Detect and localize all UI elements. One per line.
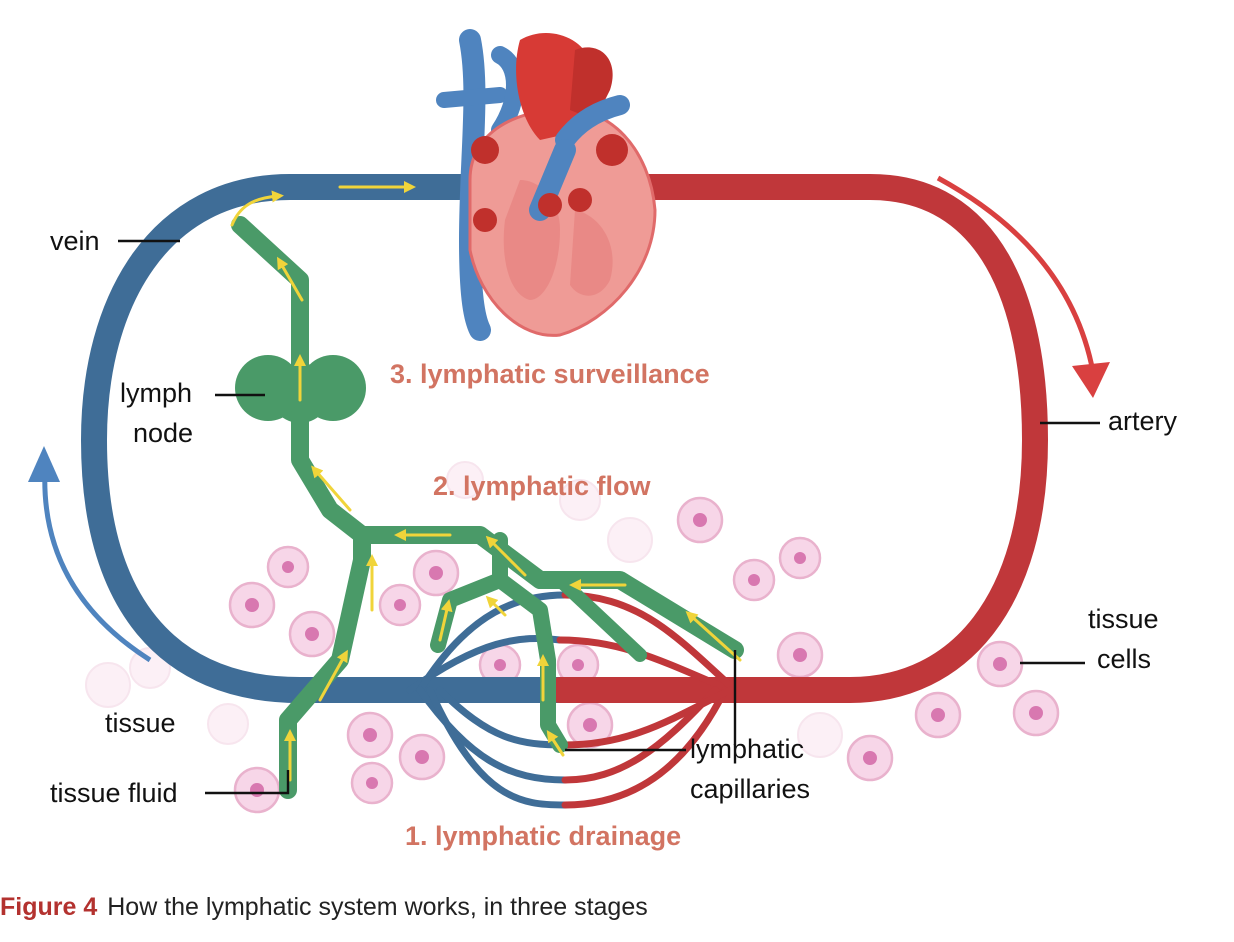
- circulation-arrowhead-right: [1072, 362, 1110, 398]
- label-tissue-cells-line1: tissue: [1088, 604, 1159, 634]
- cell-nucleus: [748, 574, 760, 586]
- figure-caption: Figure 4 How the lymphatic system works, …: [0, 893, 648, 922]
- circulation-arrow-left: [42, 469, 152, 663]
- stage-lymphatic-flow: 2. lymphatic flow: [433, 471, 652, 501]
- figure-caption-text: How the lymphatic system works, in three…: [107, 893, 648, 921]
- heart-illustration: [436, 29, 657, 341]
- cell-nucleus: [583, 718, 597, 732]
- label-lymphatic-capillaries-line2: capillaries: [690, 774, 810, 804]
- stage-lymphatic-drainage: 1. lymphatic drainage: [405, 821, 681, 851]
- label-artery: artery: [1108, 406, 1178, 436]
- label-tissue-fluid: tissue fluid: [50, 778, 178, 808]
- cell-nucleus: [931, 708, 945, 722]
- cell-nucleus: [366, 777, 378, 789]
- label-vein: vein: [50, 226, 100, 256]
- cell-nucleus: [363, 728, 377, 742]
- faint-tissue-cells: [85, 461, 843, 758]
- label-lymph-node-line2: node: [133, 418, 193, 448]
- cell-nucleus: [863, 751, 877, 765]
- flow-arrows: [230, 181, 742, 782]
- label-lymphatic-capillaries-line1: lymphatic: [690, 734, 804, 764]
- stage-lymphatic-surveillance: 3. lymphatic surveillance: [390, 359, 710, 389]
- label-tissue-cells-line2: cells: [1097, 644, 1151, 674]
- cell-nucleus: [250, 783, 264, 797]
- label-lymph-node-line1: lymph: [120, 378, 192, 408]
- tissue-cells: [228, 496, 1060, 814]
- circulation-arrowhead-left: [28, 446, 60, 482]
- cell-nucleus: [282, 561, 294, 573]
- cell-nucleus: [305, 627, 319, 641]
- artery-vessel: [547, 174, 1048, 703]
- cell-nucleus: [993, 657, 1007, 671]
- cell-nucleus: [415, 750, 429, 764]
- cell-nucleus: [429, 566, 443, 580]
- figure-number: Figure 4: [0, 893, 98, 921]
- lymphatic-system-diagram: vein lymph node artery tissue cells tiss…: [28, 29, 1178, 851]
- cell-nucleus: [693, 513, 707, 527]
- cell-nucleus: [494, 659, 506, 671]
- leader-tissue-fluid: [205, 770, 290, 795]
- cell-nucleus: [794, 552, 806, 564]
- cell-nucleus: [245, 598, 259, 612]
- circulation-arrow-right: [936, 175, 1096, 373]
- vein-vessel: [81, 174, 573, 703]
- cell-nucleus: [793, 648, 807, 662]
- cell-nucleus: [394, 599, 406, 611]
- label-tissue: tissue: [105, 708, 176, 738]
- cell-nucleus: [572, 659, 584, 671]
- cell-nucleus: [1029, 706, 1043, 720]
